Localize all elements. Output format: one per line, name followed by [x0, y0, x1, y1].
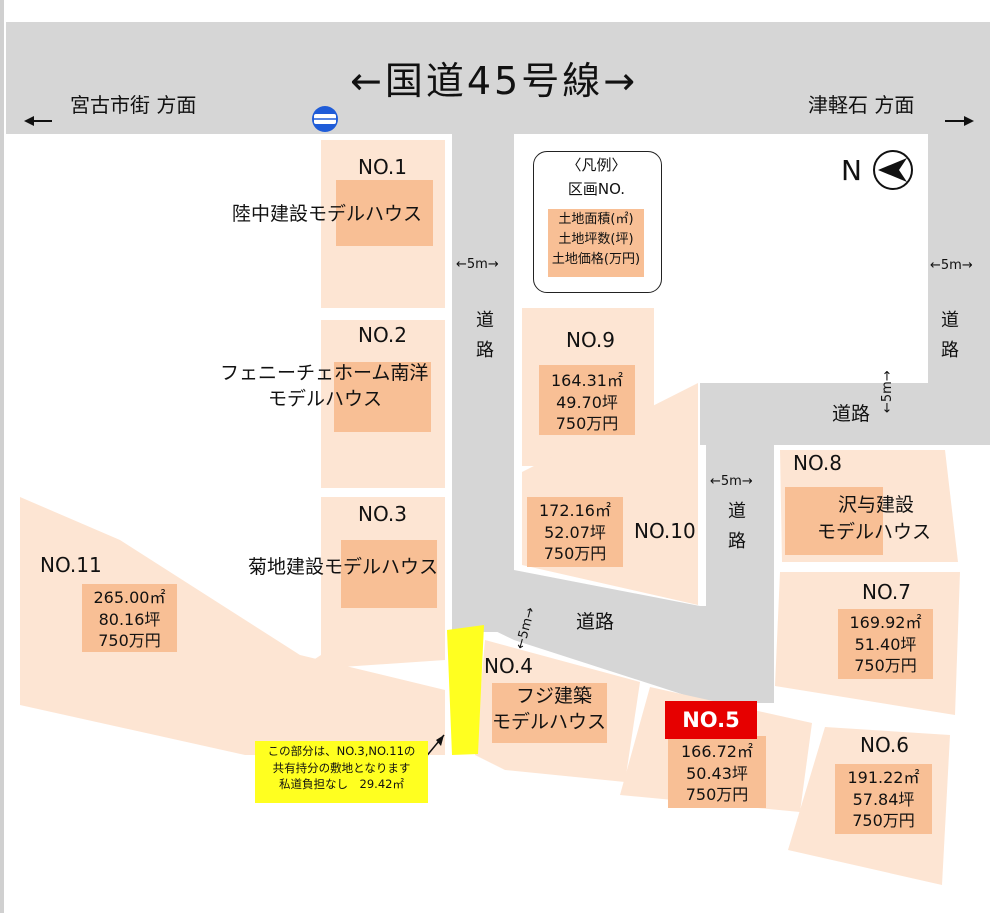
national-road-title: ←国道45号線→ [350, 59, 639, 103]
road-width-horizontal: ←5m→ [880, 370, 895, 413]
lot-11-value-box [82, 584, 177, 652]
lot-5-tsubo: 50.43坪 [686, 763, 748, 783]
shared-area-note: この部分は、NO.3,NO.11の 共有持分の敷地となります 私道負担なし 29… [255, 741, 428, 803]
lot-3-value-box [341, 540, 437, 608]
lot-9-area: 164.31㎡ [551, 371, 623, 390]
lot-4-label-line1: フジ建築 [516, 685, 593, 707]
national-road [6, 22, 990, 134]
lot-11-area: 265.00㎡ [93, 588, 166, 607]
lot-4-number: NO.4 [484, 654, 533, 678]
lot-1-label: 陸中建設モデルハウス [232, 203, 423, 225]
road-width-right: ←5m→ [930, 258, 973, 273]
arrow-left-icon [24, 116, 34, 126]
road-width-middle: ←5m→ [710, 474, 753, 489]
lot-4-label-line2: モデルハウス [492, 711, 607, 733]
shared-area-shape [447, 625, 484, 755]
lot-10-price: 750万円 [543, 544, 607, 564]
north-label: N [841, 154, 862, 187]
lot-9-tsubo: 49.70坪 [556, 392, 618, 412]
lot-6-values: 191.22㎡ 57.84坪 750万円 [835, 767, 932, 832]
lot-3-label: 菊地建設モデルハウス [248, 556, 439, 578]
lot-6-tsubo: 57.84坪 [852, 789, 915, 809]
lot-7-area: 169.92㎡ [849, 613, 922, 632]
shared-note-line2: 共有持分の敷地となります [272, 760, 411, 775]
lot-8-label-line2: モデルハウス [817, 521, 932, 543]
road-width-main: ←5m→ [456, 257, 499, 272]
lot-11-number: NO.11 [40, 553, 102, 577]
lot-8-number: NO.8 [793, 451, 842, 475]
lot-5-area: 166.72㎡ [681, 742, 753, 761]
legend-title: 〈凡例〉 [566, 156, 627, 174]
lot-10-tsubo: 52.07坪 [544, 522, 606, 542]
road-label-middle: 道路 [728, 501, 746, 552]
lot-9-value-box [539, 365, 635, 435]
lot-5-values: 166.72㎡ 50.43坪 750万円 [668, 741, 766, 806]
shared-note-line3: 私道負担なし 29.42㎡ [279, 777, 404, 792]
legend-price: 土地価格(万円) [551, 252, 641, 267]
shared-note-line1: この部分は、NO.3,NO.11の [267, 744, 416, 758]
lot-2-label-line2: モデルハウス [268, 388, 383, 410]
road-label-right: 道路 [941, 310, 959, 361]
road-label-diagonal: 道路 [576, 611, 615, 633]
lot-10-number: NO.10 [634, 519, 696, 543]
lot-11-tsubo: 80.16坪 [98, 609, 161, 629]
direction-left-label: 宮古市街 方面 [70, 93, 197, 117]
lot-1-number: NO.1 [358, 155, 407, 179]
lot-5-number-badge: NO.5 [665, 701, 757, 739]
road-diagonal [452, 570, 774, 700]
lot-2-value-box [334, 362, 431, 432]
lot-10-area: 172.16㎡ [539, 501, 611, 520]
lot-7-values: 169.92㎡ 51.40坪 750万円 [838, 612, 933, 677]
lot-2-label-line1: フェニーチェホーム南洋 [220, 362, 429, 384]
left-edge-strip [0, 0, 4, 913]
lot-1-value-box [336, 180, 433, 246]
road-label-horizontal: 道路 [832, 403, 871, 425]
lot-6-area: 191.22㎡ [847, 768, 920, 787]
lot-4-value-box [492, 683, 607, 743]
lot-10-values: 172.16㎡ 52.07坪 750万円 [527, 500, 623, 565]
lot-9-price: 750万円 [555, 414, 619, 434]
lot-5-value-box [668, 736, 766, 808]
lot-9-number: NO.9 [566, 328, 615, 352]
legend-tsubo: 土地坪数(坪) [558, 232, 634, 247]
lot-5-price: 750万円 [685, 785, 749, 805]
bus-stop-icon [312, 106, 338, 132]
lot-7-value-box [838, 609, 933, 679]
lot-3-number: NO.3 [358, 502, 407, 526]
note-pointer-head [436, 735, 444, 746]
lot-11-shape [20, 497, 445, 755]
lot-9-values: 164.31㎡ 49.70坪 750万円 [539, 370, 635, 435]
lot-10-value-box [527, 497, 623, 567]
north-arrow-icon [873, 150, 913, 190]
lot-8-value-box [785, 487, 883, 555]
arrow-right-icon [964, 116, 974, 126]
lot-7-tsubo: 51.40坪 [854, 634, 917, 654]
direction-right-label: 津軽石 方面 [808, 93, 915, 117]
lot-7-price: 750万円 [854, 656, 917, 676]
lot-11-values: 265.00㎡ 80.16坪 750万円 [82, 587, 177, 652]
lot-7-number: NO.7 [862, 580, 911, 604]
road-main-vertical [452, 134, 514, 632]
lot-6-price: 750万円 [852, 811, 915, 831]
legend-lot-no: 区画NO. [567, 180, 626, 198]
lot-6-value-box [835, 764, 932, 834]
legend-area: 土地面積(㎡) [558, 212, 634, 227]
lot-2-number: NO.2 [358, 323, 407, 347]
lot-11-price: 750万円 [98, 631, 161, 651]
lot-8-label-line1: 沢与建設 [837, 494, 914, 516]
legend-sample-box [548, 209, 644, 277]
lot-6-number: NO.6 [860, 733, 909, 757]
road-label-main: 道路 [476, 310, 494, 361]
